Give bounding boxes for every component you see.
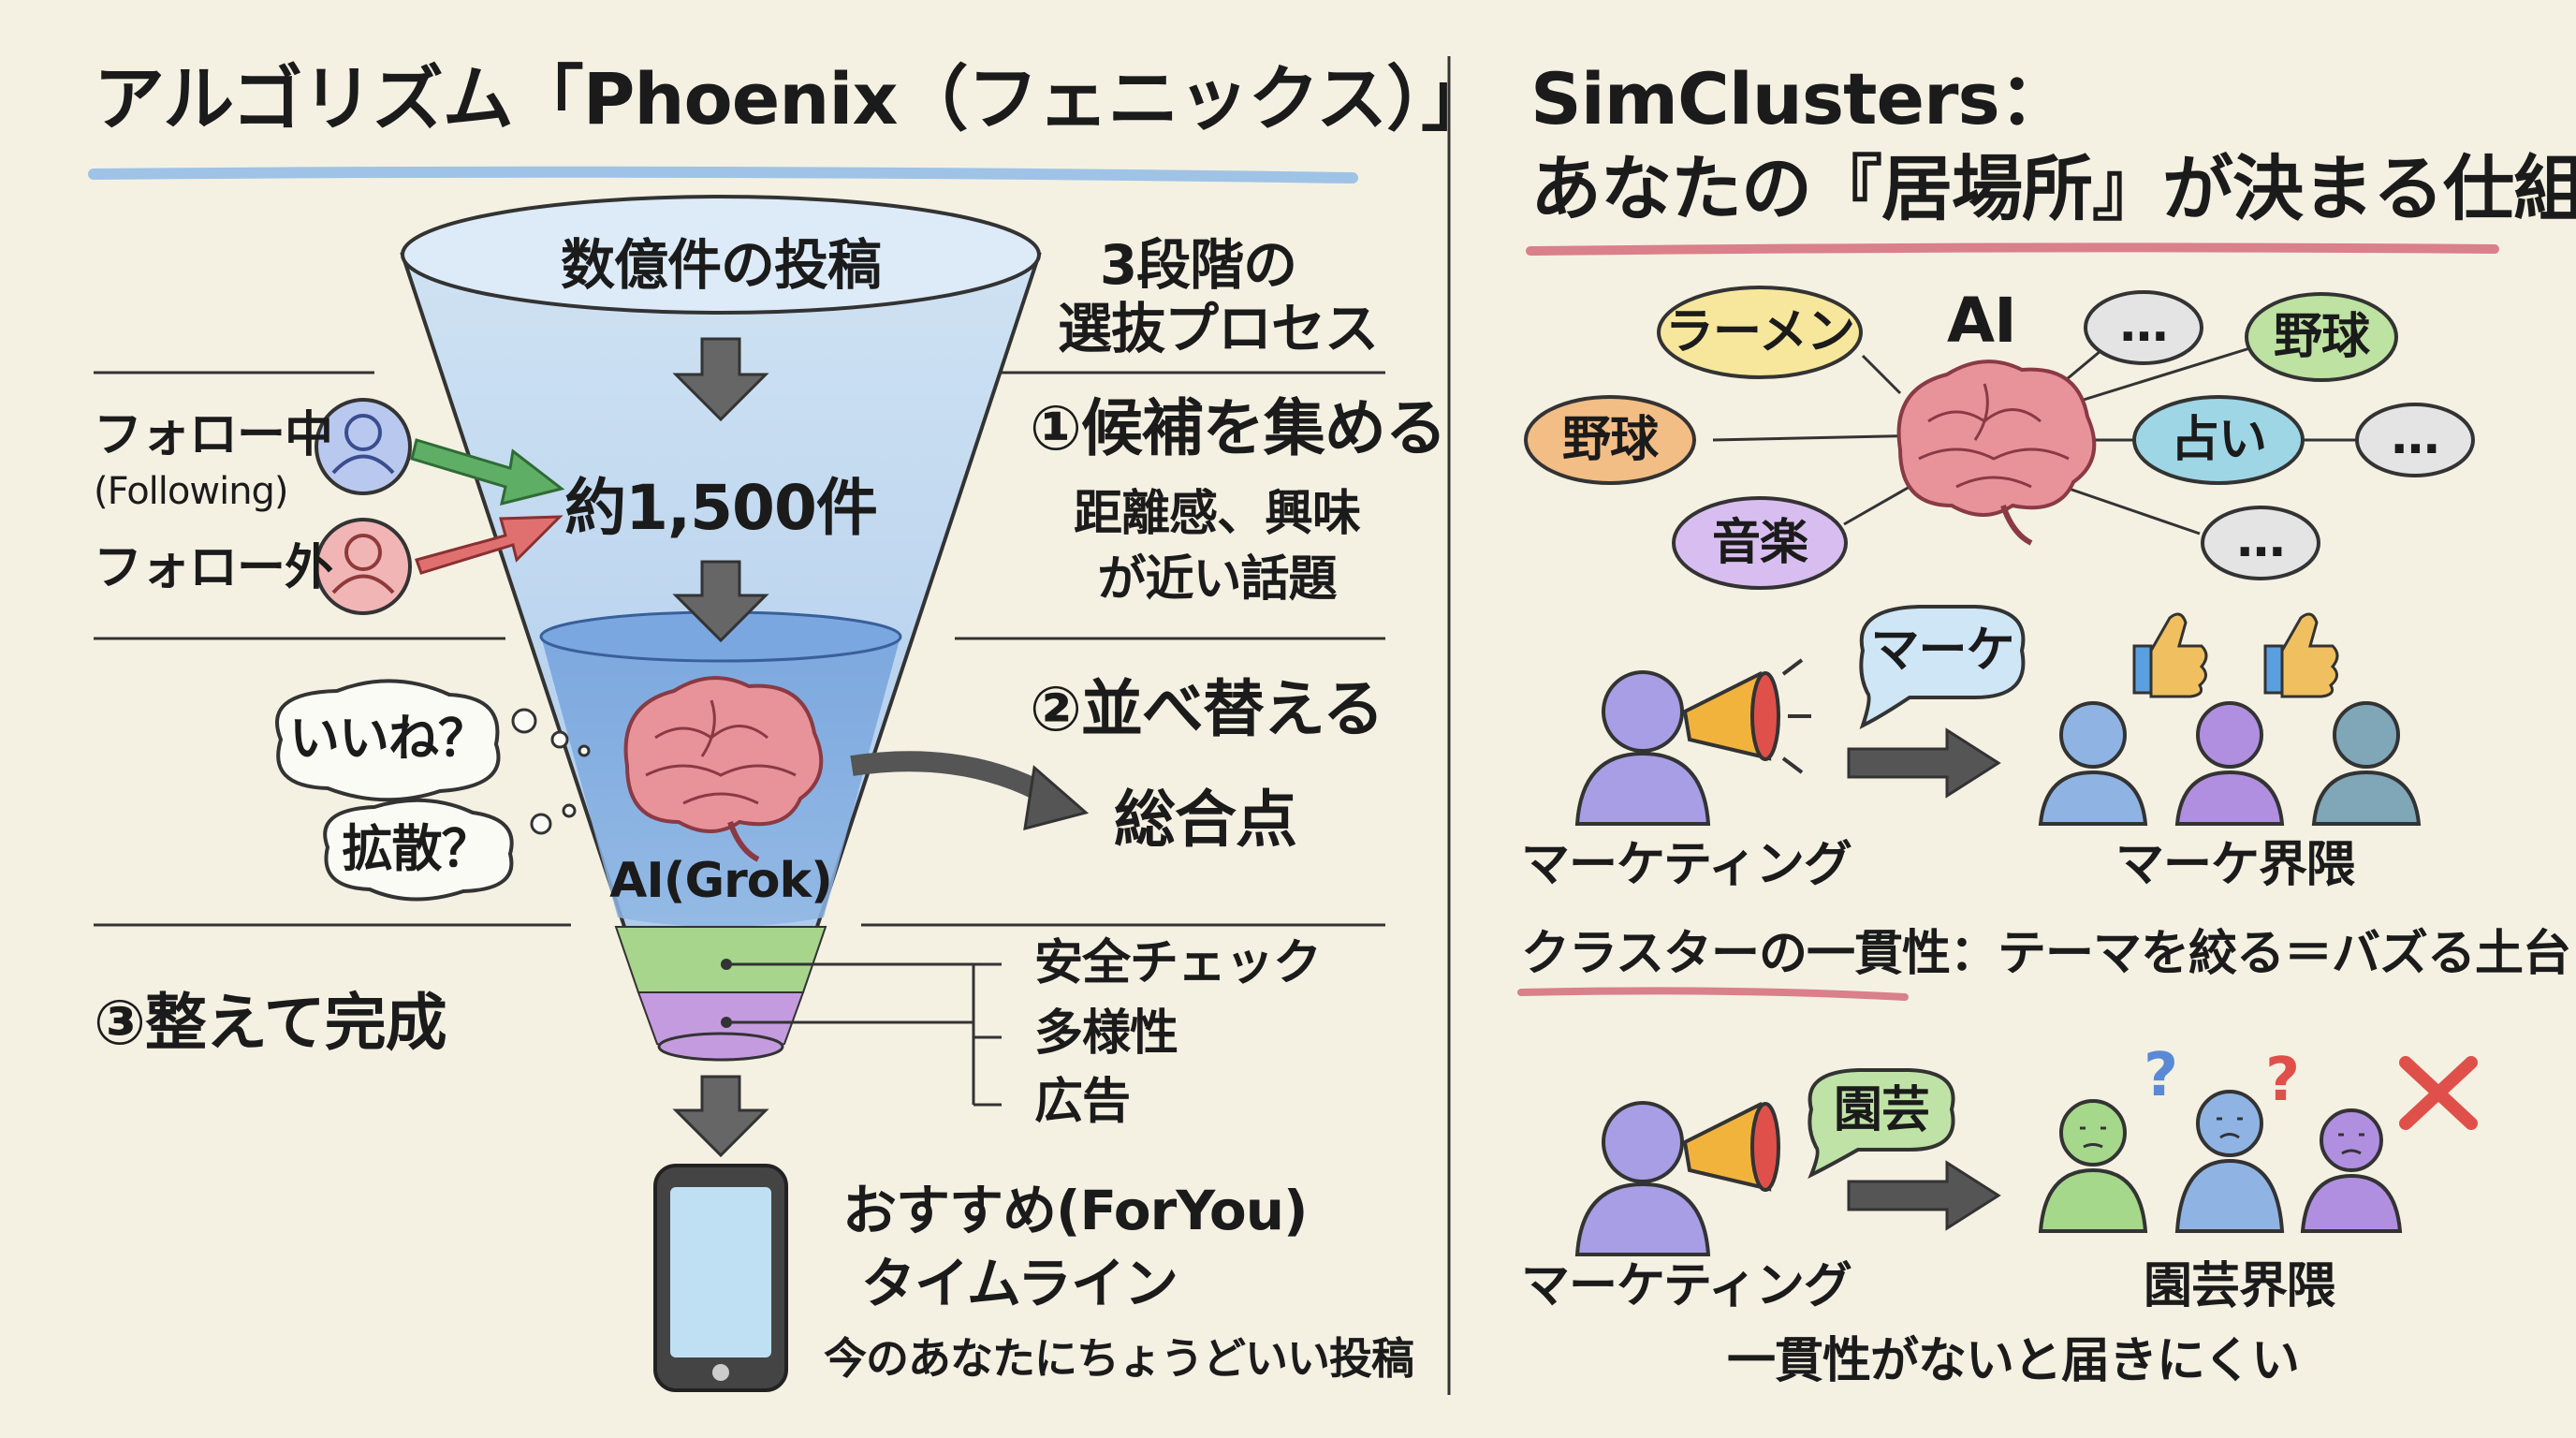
cluster-label: 野球 (1561, 412, 1659, 468)
filter-diversity: 多様性 (1034, 1005, 1178, 1062)
thumbs-up-icon (2263, 612, 2339, 698)
cluster-label: … (2119, 297, 2169, 353)
audience-person-icon (2311, 701, 2422, 826)
cluster-bubble (2084, 290, 2203, 365)
question-mark-icon: ? (2144, 1041, 2178, 1110)
example1-bubble-text: マーケ (1870, 623, 2014, 679)
confused-person-icon (2174, 1090, 2285, 1233)
output-subtitle: タイムライン (861, 1252, 1178, 1315)
following-user-icon (315, 398, 412, 495)
right-title-line2: あなたの『居場所』が決まる仕組み (1530, 147, 2576, 230)
down-arrow (672, 560, 769, 643)
example1-audience: マーケ界隈 (2115, 837, 2355, 893)
smartphone-icon (653, 1164, 788, 1392)
example1-sender: マーケティング (1521, 837, 1852, 893)
caption-underline (1517, 987, 1909, 1001)
cluster-bubble (2132, 395, 2305, 485)
audience-person-icon (2038, 701, 2148, 826)
consistency-caption: クラスターの一貫性：テーマを絞る＝バズる土台 (1521, 926, 2571, 982)
score-arrow-head (1023, 765, 1090, 831)
cluster-bubble (2245, 292, 2398, 382)
like-thought-bubble (275, 679, 591, 802)
cluster-label: … (2236, 512, 2286, 568)
stages-header-line1: 3段階の (1099, 233, 1297, 297)
cluster-bubble (2355, 403, 2475, 477)
example2-sender: マーケティング (1521, 1258, 1852, 1314)
left-title: アルゴリズム「Phoenix（フェニックス）」 (94, 57, 1492, 140)
candidates-count: 約1,500件 (564, 472, 878, 544)
left-title-underline (88, 166, 1358, 183)
brain-icon (1896, 360, 2097, 546)
cluster-bubble (1672, 496, 1848, 590)
right-arrow (1847, 1160, 2001, 1231)
filter-safety: 安全チェック (1034, 935, 1322, 991)
funnel-top-label: 数億件の投稿 (560, 233, 882, 297)
cluster-label: ラーメン (1665, 304, 1855, 360)
red-arrow (415, 515, 564, 575)
audience-person-icon (2174, 701, 2285, 826)
example2-audience: 園芸界隈 (2144, 1258, 2335, 1314)
cluster-label: 野球 (2273, 309, 2370, 365)
example2-caption: 一貫性がないと届きにくい (1727, 1333, 2300, 1389)
megaphone-icon (1682, 658, 1811, 774)
repost-thought-bubble (323, 798, 577, 902)
nonfollowing-label: フォロー外 (94, 540, 333, 596)
right-title-line1: SimClusters： (1530, 57, 2071, 140)
safety-band (614, 926, 827, 993)
following-label-en: (Following) (94, 470, 289, 513)
funnel-rim (401, 195, 1041, 315)
filter-bracket (721, 959, 1002, 1107)
like-bubble-text: いいね？ (289, 709, 489, 768)
stage3-title: ③整えて完成 (94, 987, 447, 1059)
cluster-bubble (1524, 395, 1696, 485)
filter-ads: 広告 (1034, 1074, 1131, 1130)
green-arrow (410, 438, 565, 506)
down-arrow (672, 337, 769, 422)
nonfollowing-user-icon (315, 518, 412, 615)
down-arrow (672, 1075, 769, 1158)
following-label: フォロー中 (94, 407, 333, 463)
cluster-bubble (2201, 506, 2320, 580)
stage1-desc-line1: 距離感、興味 (1073, 486, 1361, 542)
stage2-title: ②並べ替える (1030, 673, 1384, 745)
cluster-bubble (1657, 286, 1863, 379)
speech-bubble (1859, 605, 2026, 729)
output-desc: 今のあなたにちょうどいい投稿 (824, 1333, 1414, 1384)
ai-grok-label: AI(Grok) (609, 853, 833, 909)
right-title-underline (1526, 242, 2499, 256)
stage2-result: 総合点 (1114, 784, 1297, 856)
confused-person-icon (2038, 1099, 2148, 1233)
stages-header-line2: 選抜プロセス (1058, 297, 1379, 360)
cross-icon (2399, 1056, 2478, 1130)
cluster-label: 音楽 (1711, 515, 1808, 571)
score-arrow (850, 751, 1054, 805)
confused-person-icon (2300, 1108, 2403, 1233)
repost-bubble-text: 拡散？ (342, 819, 492, 878)
funnel-spout (657, 1032, 784, 1062)
cluster-network (1712, 345, 2359, 536)
brain-icon (623, 676, 824, 862)
marketer-person-icon (1574, 1101, 1711, 1256)
stage1-title: ①候補を集める (1030, 392, 1447, 464)
right-arrow (1847, 727, 2001, 799)
thumbs-up-icon (2132, 612, 2208, 698)
funnel (400, 195, 1042, 1062)
question-mark-icon: ? (2265, 1046, 2300, 1115)
marketer-person-icon (1574, 670, 1711, 826)
speech-bubble (1808, 1068, 1955, 1180)
megaphone-icon (1682, 1101, 1780, 1192)
network-ai-label: AI (1947, 285, 2017, 357)
example2-bubble-text: 園芸 (1833, 1082, 1930, 1138)
cluster-label: 占い (2170, 412, 2267, 468)
output-title: おすすめ(ForYou) (842, 1179, 1309, 1242)
cluster-label: … (2391, 409, 2440, 465)
stage1-desc-line2: が近い話題 (1097, 551, 1337, 608)
